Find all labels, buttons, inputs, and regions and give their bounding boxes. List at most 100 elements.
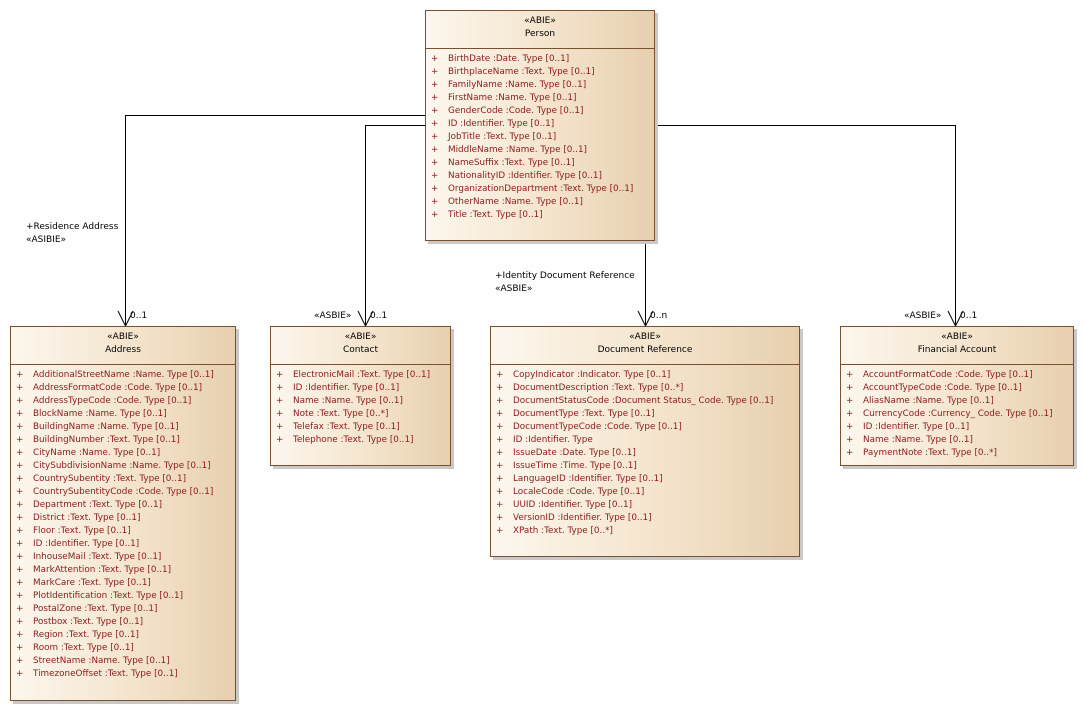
class-stereotype: «ABIE» (524, 16, 556, 26)
attribute-row[interactable]: +DocumentStatusCode :Document Status_ Co… (496, 395, 799, 408)
attribute-row[interactable]: +ElectronicMail :Text. Type [0..1] (276, 369, 450, 382)
class-name: Contact (342, 345, 378, 355)
attribute-row[interactable]: +PostalZone :Text. Type [0..1] (16, 603, 235, 616)
attribute-row[interactable]: +AddressFormatCode :Code. Type [0..1] (16, 382, 235, 395)
attribute-row[interactable]: +LocaleCode :Code. Type [0..1] (496, 486, 799, 499)
attribute-row[interactable]: +CurrencyCode :Currency_ Code. Type [0..… (846, 408, 1073, 421)
attribute-row[interactable]: +CityName :Name. Type [0..1] (16, 447, 235, 460)
attribute-row[interactable]: +CitySubdivisionName :Name. Type [0..1] (16, 460, 235, 473)
class-person[interactable]: «ABIE» Person +BirthDate :Date. Type [0.… (425, 10, 655, 241)
attribute-row[interactable]: +UUID :Identifier. Type [0..1] (496, 499, 799, 512)
attribute-row[interactable]: +MiddleName :Name. Type [0..1] (431, 144, 654, 157)
visibility-marker: + (496, 396, 504, 406)
attribute-row[interactable]: +IssueTime :Time. Type [0..1] (496, 460, 799, 473)
visibility-marker: + (496, 526, 504, 536)
visibility-marker: + (431, 132, 439, 142)
attribute-row[interactable]: +Department :Text. Type [0..1] (16, 499, 235, 512)
attribute-row[interactable]: +AddressTypeCode :Code. Type [0..1] (16, 395, 235, 408)
attribute-row[interactable]: +TimezoneOffset :Text. Type [0..1] (16, 668, 235, 681)
attribute-text: NationalityID :Identifier. Type [0..1] (448, 171, 602, 181)
attribute-list: +AccountFormatCode :Code. Type [0..1]+Ac… (841, 365, 1073, 460)
attribute-row[interactable]: +FirstName :Name. Type [0..1] (431, 92, 654, 105)
attribute-row[interactable]: +Postbox :Text. Type [0..1] (16, 616, 235, 629)
attribute-row[interactable]: +ID :Identifier. Type [0..1] (846, 421, 1073, 434)
attribute-row[interactable]: +CountrySubentity :Text. Type [0..1] (16, 473, 235, 486)
visibility-marker: + (846, 409, 854, 419)
attribute-row[interactable]: +LanguageID :Identifier. Type [0..1] (496, 473, 799, 486)
attribute-row[interactable]: +BirthplaceName :Text. Type [0..1] (431, 66, 654, 79)
attribute-row[interactable]: +PaymentNote :Text. Type [0..*] (846, 447, 1073, 460)
attribute-row[interactable]: +Floor :Text. Type [0..1] (16, 525, 235, 538)
attribute-row[interactable]: +BirthDate :Date. Type [0..1] (431, 53, 654, 66)
attribute-row[interactable]: +BlockName :Name. Type [0..1] (16, 408, 235, 421)
attribute-row[interactable]: +ID :Identifier. Type (496, 434, 799, 447)
visibility-marker: + (846, 396, 854, 406)
contact-stereotype-label: «ASBIE» (314, 311, 352, 321)
attribute-row[interactable]: +OtherName :Name. Type [0..1] (431, 196, 654, 209)
attribute-row[interactable]: +StreetName :Name. Type [0..1] (16, 655, 235, 668)
attribute-text: ID :Identifier. Type (513, 435, 593, 445)
attribute-text: District :Text. Type [0..1] (33, 513, 141, 523)
attribute-row[interactable]: +XPath :Text. Type [0..*] (496, 525, 799, 538)
attribute-text: Telefax :Text. Type [0..1] (293, 422, 400, 432)
attribute-text: CitySubdivisionName :Name. Type [0..1] (33, 461, 211, 471)
attribute-text: AddressTypeCode :Code. Type [0..1] (33, 396, 192, 406)
attribute-row[interactable]: +CountrySubentityCode :Code. Type [0..1] (16, 486, 235, 499)
attribute-text: DocumentDescription :Text. Type [0..*] (513, 383, 684, 393)
attribute-row[interactable]: +BuildingNumber :Text. Type [0..1] (16, 434, 235, 447)
class-financial-account[interactable]: «ABIE» Financial Account +AccountFormatC… (840, 326, 1074, 466)
attribute-row[interactable]: +NationalityID :Identifier. Type [0..1] (431, 170, 654, 183)
attribute-row[interactable]: +Telefax :Text. Type [0..1] (276, 421, 450, 434)
attribute-row[interactable]: +AliasName :Name. Type [0..1] (846, 395, 1073, 408)
visibility-marker: + (431, 197, 439, 207)
attribute-row[interactable]: +AccountFormatCode :Code. Type [0..1] (846, 369, 1073, 382)
visibility-marker: + (16, 500, 24, 510)
attribute-row[interactable]: +Region :Text. Type [0..1] (16, 629, 235, 642)
attribute-row[interactable]: +IssueDate :Date. Type [0..1] (496, 447, 799, 460)
attribute-row[interactable]: +Name :Name. Type [0..1] (846, 434, 1073, 447)
attribute-row[interactable]: +AdditionalStreetName :Name. Type [0..1] (16, 369, 235, 382)
attribute-row[interactable]: +DocumentDescription :Text. Type [0..*] (496, 382, 799, 395)
class-address[interactable]: «ABIE» Address +AdditionalStreetName :Na… (10, 326, 236, 701)
attribute-row[interactable]: +InhouseMail :Text. Type [0..1] (16, 551, 235, 564)
attribute-row[interactable]: +OrganizationDepartment :Text. Type [0..… (431, 183, 654, 196)
attribute-row[interactable]: +JobTitle :Text. Type [0..1] (431, 131, 654, 144)
attribute-text: IssueDate :Date. Type [0..1] (513, 448, 636, 458)
attribute-row[interactable]: +AccountTypeCode :Code. Type [0..1] (846, 382, 1073, 395)
attribute-row[interactable]: +Name :Name. Type [0..1] (276, 395, 450, 408)
attribute-row[interactable]: +DocumentType :Text. Type [0..1] (496, 408, 799, 421)
attribute-row[interactable]: +NameSuffix :Text. Type [0..1] (431, 157, 654, 170)
visibility-marker: + (431, 93, 439, 103)
attribute-row[interactable]: +Telephone :Text. Type [0..1] (276, 434, 450, 447)
attribute-row[interactable]: +ID :Identifier. Type [0..1] (276, 382, 450, 395)
attribute-row[interactable]: +DocumentTypeCode :Code. Type [0..1] (496, 421, 799, 434)
attribute-row[interactable]: +FamilyName :Name. Type [0..1] (431, 79, 654, 92)
attribute-row[interactable]: +MarkCare :Text. Type [0..1] (16, 577, 235, 590)
attribute-row[interactable]: +PlotIdentification :Text. Type [0..1] (16, 590, 235, 603)
attribute-text: LanguageID :Identifier. Type [0..1] (513, 474, 663, 484)
class-document-reference[interactable]: «ABIE» Document Reference +CopyIndicator… (490, 326, 800, 557)
attribute-row[interactable]: +Room :Text. Type [0..1] (16, 642, 235, 655)
attribute-row[interactable]: +GenderCode :Code. Type [0..1] (431, 105, 654, 118)
attribute-row[interactable]: +MarkAttention :Text. Type [0..1] (16, 564, 235, 577)
attribute-text: CityName :Name. Type [0..1] (33, 448, 161, 458)
class-contact[interactable]: «ABIE» Contact +ElectronicMail :Text. Ty… (270, 326, 451, 466)
attribute-row[interactable]: +ID :Identifier. Type [0..1] (431, 118, 654, 131)
attribute-row[interactable]: +District :Text. Type [0..1] (16, 512, 235, 525)
class-name: Person (524, 29, 556, 39)
document-reference-multiplicity: 0..n (650, 311, 668, 321)
attribute-row[interactable]: +Note :Text. Type [0..*] (276, 408, 450, 421)
attribute-row[interactable]: +Title :Text. Type [0..1] (431, 209, 654, 222)
class-header: «ABIE» Financial Account (841, 327, 1073, 365)
visibility-marker: + (431, 80, 439, 90)
attribute-row[interactable]: +BuildingName :Name. Type [0..1] (16, 421, 235, 434)
attribute-row[interactable]: +CopyIndicator :Indicator. Type [0..1] (496, 369, 799, 382)
attribute-text: Note :Text. Type [0..*] (293, 409, 389, 419)
attribute-list: +BirthDate :Date. Type [0..1]+Birthplace… (426, 49, 654, 222)
residence-address-role-label: +Residence Address (26, 222, 119, 232)
attribute-row[interactable]: +ID :Identifier. Type [0..1] (16, 538, 235, 551)
attribute-text: CopyIndicator :Indicator. Type [0..1] (513, 370, 671, 380)
attribute-row[interactable]: +VersionID :Identifier. Type [0..1] (496, 512, 799, 525)
attribute-text: MarkCare :Text. Type [0..1] (33, 578, 151, 588)
attribute-text: CountrySubentityCode :Code. Type [0..1] (33, 487, 214, 497)
